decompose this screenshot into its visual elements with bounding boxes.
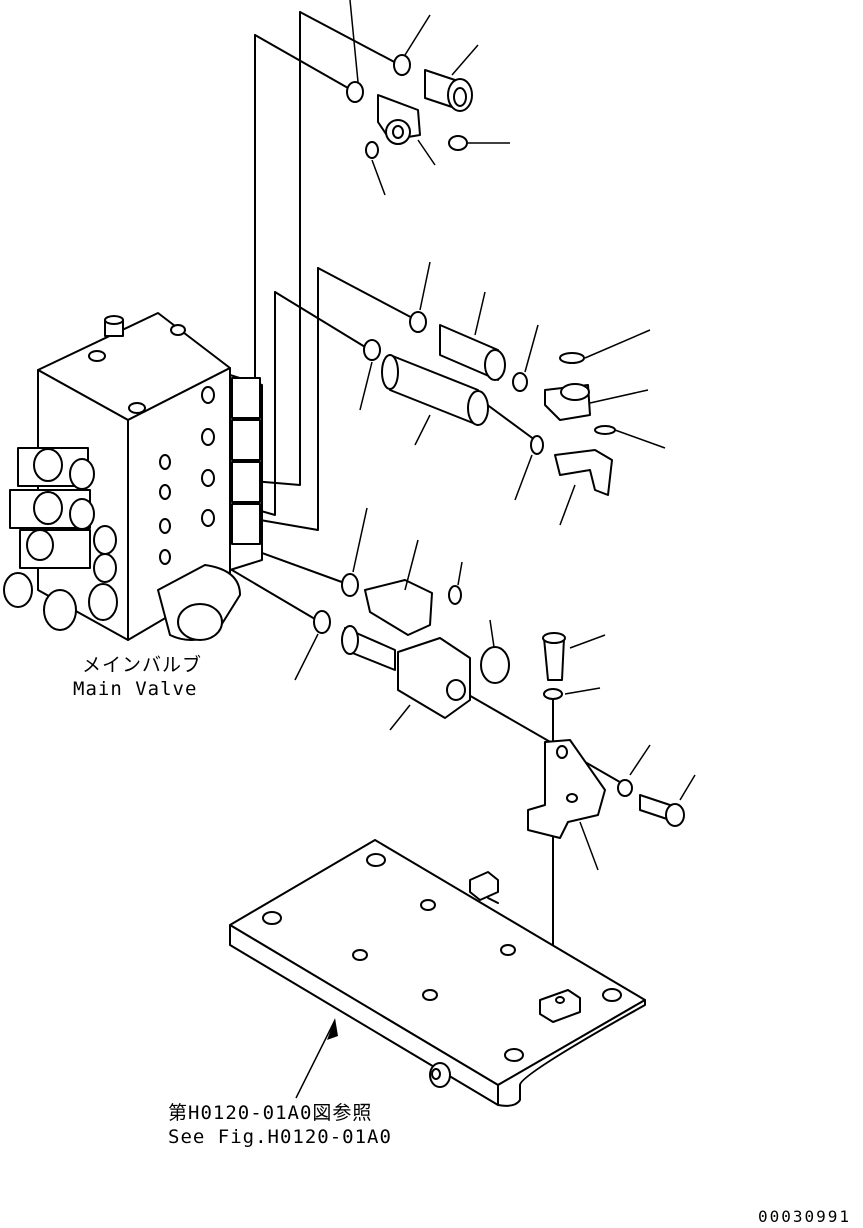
main-valve — [3, 312, 263, 641]
main-valve-label-en: Main Valve — [73, 678, 198, 700]
bracket-hardware — [527, 632, 696, 871]
base-plate — [229, 839, 646, 1107]
lower-fittings — [294, 507, 510, 731]
main-valve-label-jp: メインバルブ — [82, 654, 203, 676]
pipe-lines — [214, 11, 626, 1011]
reference-label-jp: 第H0120-01A0図参照 — [168, 1102, 373, 1124]
drawing-number: 00030991 — [758, 1207, 852, 1226]
reference-label-en: See Fig.H0120-01A0 — [168, 1126, 392, 1148]
top-fittings — [346, 0, 510, 196]
middle-fittings — [359, 261, 666, 526]
